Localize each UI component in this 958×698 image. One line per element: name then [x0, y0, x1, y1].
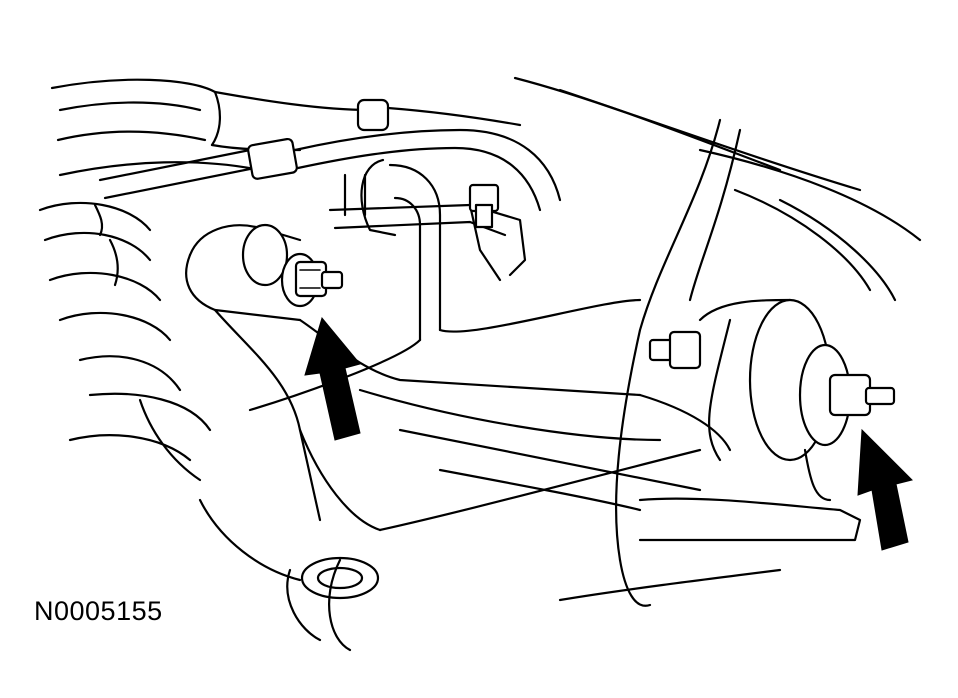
brake-hose — [98, 98, 562, 212]
strut-lines — [398, 118, 862, 607]
stabilizer-bracket — [328, 173, 527, 282]
callout-arrows — [304, 316, 913, 551]
rear-bushing-nut — [648, 298, 896, 502]
front-bushing-nut — [241, 223, 344, 308]
body-contour-lines — [50, 76, 922, 302]
arrow-front-nut — [304, 316, 361, 441]
arrow-rear-nut — [857, 428, 913, 551]
coil-spring — [38, 201, 212, 482]
figure-id-label: N0005155 — [34, 596, 163, 626]
